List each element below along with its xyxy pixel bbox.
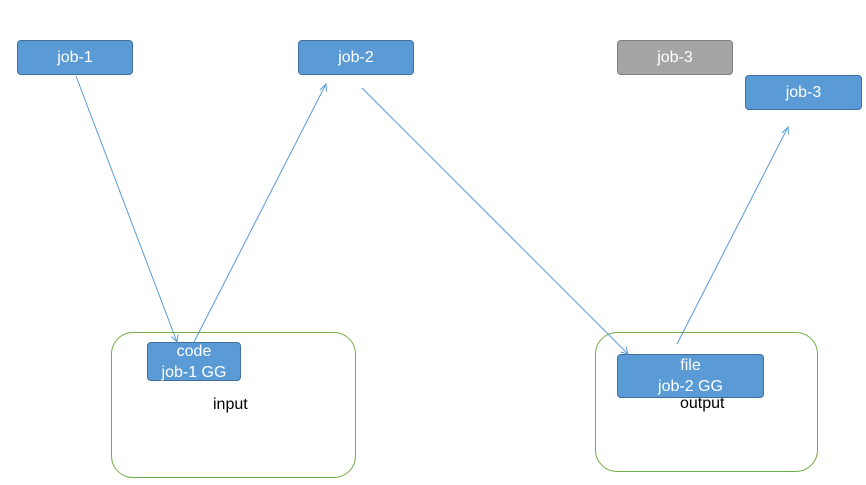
input-label: input — [213, 396, 248, 413]
code-job1-line1: code — [176, 342, 212, 360]
output-container — [595, 332, 818, 472]
arrowhead-job2-to-file — [620, 346, 629, 355]
arrow-job2-to-file — [361, 87, 629, 355]
code-job1-line2: job-1 GG — [161, 363, 227, 381]
job-3-box[interactable]: job-3 — [745, 75, 862, 110]
arrowhead-code-to-job2 — [319, 82, 327, 92]
arrow-code-to-job2 — [193, 83, 327, 343]
arrow-job1-to-code — [75, 75, 178, 343]
arrow-file-to-job3 — [676, 126, 789, 345]
input-container — [111, 332, 356, 478]
job-2-box[interactable]: job-2 — [298, 40, 414, 75]
job-1-box[interactable]: job-1 — [17, 40, 133, 75]
output-label: output — [680, 395, 725, 412]
file-job2-box[interactable]: file job-2 GG — [617, 354, 764, 398]
file-job2-line2: job-2 GG — [658, 378, 723, 395]
file-job2-line1: file — [680, 357, 701, 374]
code-job1-box[interactable]: code job-1 GG — [147, 342, 241, 381]
job-3-gray-box[interactable]: job-3 — [617, 40, 733, 75]
arrowhead-file-to-job3 — [781, 125, 789, 135]
arrowhead-job1-to-code — [171, 334, 179, 344]
